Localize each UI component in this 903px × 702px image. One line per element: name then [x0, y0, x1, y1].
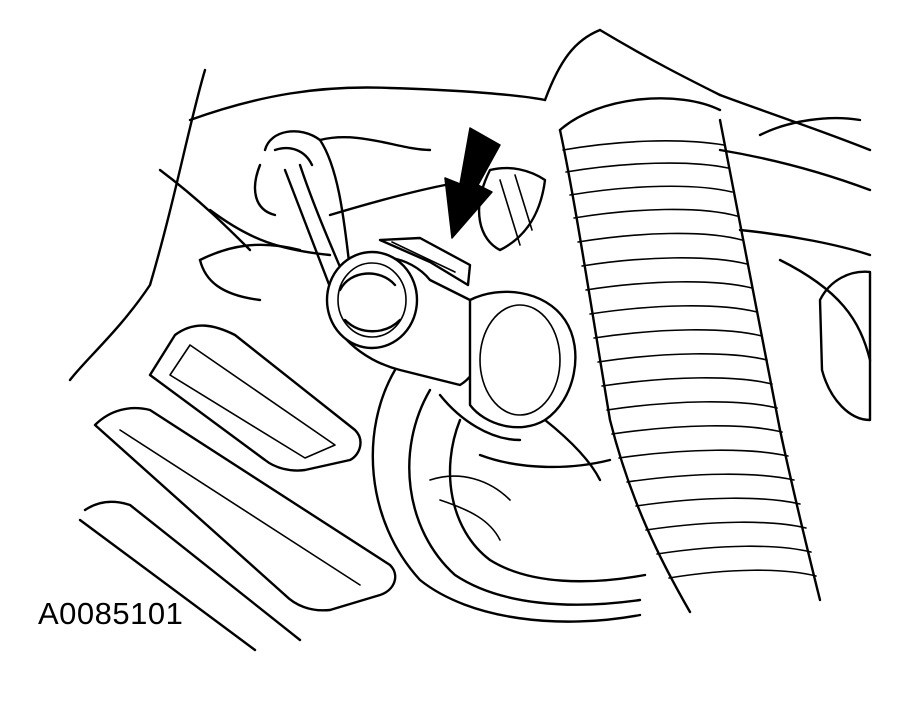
switch-housing [438, 290, 612, 482]
column-shroud [371, 368, 647, 623]
dashboard-panel [68, 28, 872, 422]
console-tray-upper [148, 324, 362, 472]
console-tray-lower [78, 406, 397, 652]
pointer-arrow [444, 127, 501, 239]
corrugated-boot [477, 97, 822, 614]
electrical-connector [325, 236, 484, 387]
figure-id-label: A0085101 [38, 596, 184, 631]
